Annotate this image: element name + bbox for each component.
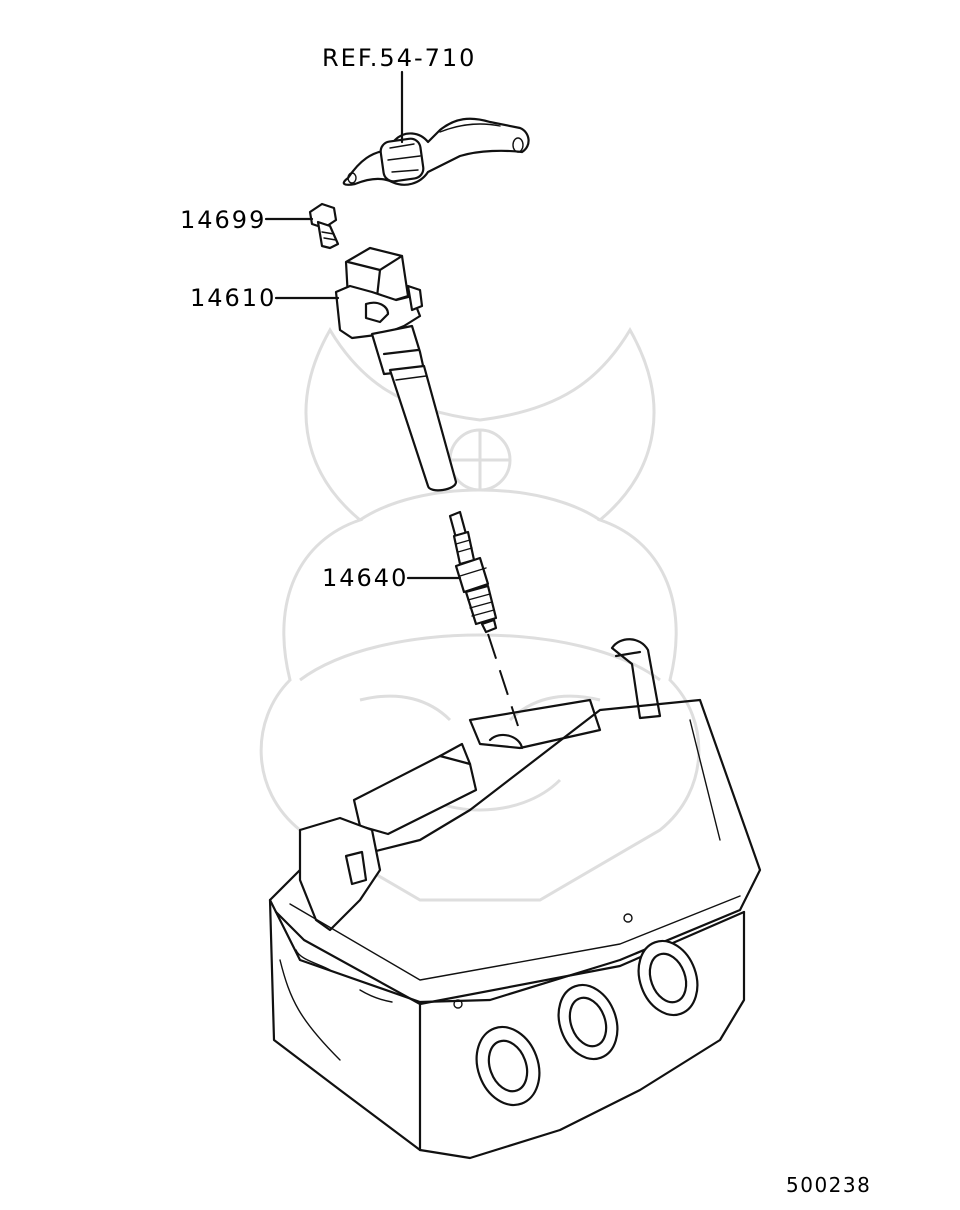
- callout-bolt-label: 14699: [180, 206, 266, 234]
- callout-coil[interactable]: 14610: [190, 284, 340, 312]
- callout-ref[interactable]: REF.54-710: [322, 44, 476, 144]
- spark-plug-icon[interactable]: [448, 510, 498, 634]
- callout-coil-label: 14610: [190, 284, 276, 312]
- exhaust-port: [475, 1025, 541, 1107]
- callout-plug[interactable]: 14640: [322, 564, 462, 592]
- callout-bolt[interactable]: 14699: [180, 206, 314, 234]
- exhaust-port: [557, 983, 619, 1061]
- diagram-code: 500238: [786, 1173, 871, 1197]
- callout-ref-label: REF.54-710: [322, 44, 476, 72]
- exhaust-port: [637, 939, 699, 1017]
- ignition-coil-icon[interactable]: [334, 246, 458, 492]
- callout-plug-label: 14640: [322, 564, 408, 592]
- harness-connector-icon[interactable]: [342, 117, 530, 186]
- flange-bolt-icon[interactable]: [308, 202, 340, 250]
- alignment-line: [487, 633, 519, 727]
- cylinder-head-icon: [268, 638, 762, 1160]
